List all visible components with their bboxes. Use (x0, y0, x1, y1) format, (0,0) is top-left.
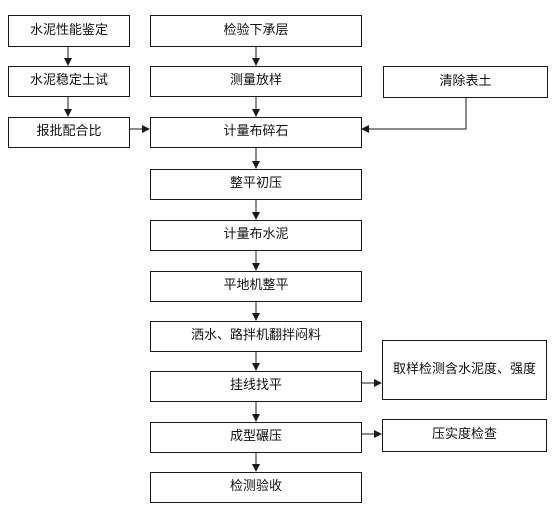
box-roll-compact: 成型碾压 (150, 422, 362, 453)
box-level-compact: 整平初压 (150, 169, 362, 200)
box-label: 清除表土 (439, 73, 492, 89)
box-spread-gravel: 计量布碎石 (150, 117, 362, 148)
box-label: 测量放样 (229, 73, 282, 89)
box-subgrade-check: 检验下承层 (150, 15, 362, 47)
box-label: 挂线找平 (229, 378, 282, 394)
box-final-inspection: 检测验收 (150, 472, 362, 503)
box-label: 计量布水泥 (223, 227, 289, 243)
box-water-mix: 洒水、路拌机翻拌闷料 (150, 321, 362, 352)
box-label: 检测验收 (229, 479, 282, 495)
box-label: 压实度检查 (431, 427, 497, 443)
arrow-topsoil-to-gravel (361, 98, 467, 133)
box-sample-test: 取样检测含水泥度、强度 (382, 340, 547, 400)
box-clear-topsoil: 清除表土 (383, 66, 548, 98)
box-label: 洒水、路拌机翻拌闷料 (190, 328, 321, 344)
box-cement-stability: 水泥稳定土试 (8, 66, 130, 97)
box-label: 整平初压 (229, 176, 282, 192)
box-label: 检验下承层 (223, 22, 289, 38)
box-spread-cement: 计量布水泥 (150, 220, 362, 251)
box-label: 水泥稳定土试 (29, 73, 108, 89)
box-survey-layout: 测量放样 (150, 66, 362, 97)
box-label: 报批配合比 (36, 124, 102, 140)
box-label: 平地机整平 (223, 278, 289, 294)
box-label: 计量布碎石 (223, 124, 289, 140)
box-report-mix: 报批配合比 (8, 117, 130, 148)
box-label: 取样检测含水泥度、强度 (393, 361, 537, 377)
box-label: 水泥性能鉴定 (29, 22, 108, 38)
box-grader-level: 平地机整平 (150, 271, 362, 302)
box-label: 成型碾压 (229, 429, 282, 445)
box-string-level: 挂线找平 (150, 371, 362, 402)
box-compaction-check: 压实度检查 (382, 419, 547, 452)
box-cement-performance: 水泥性能鉴定 (8, 15, 130, 47)
